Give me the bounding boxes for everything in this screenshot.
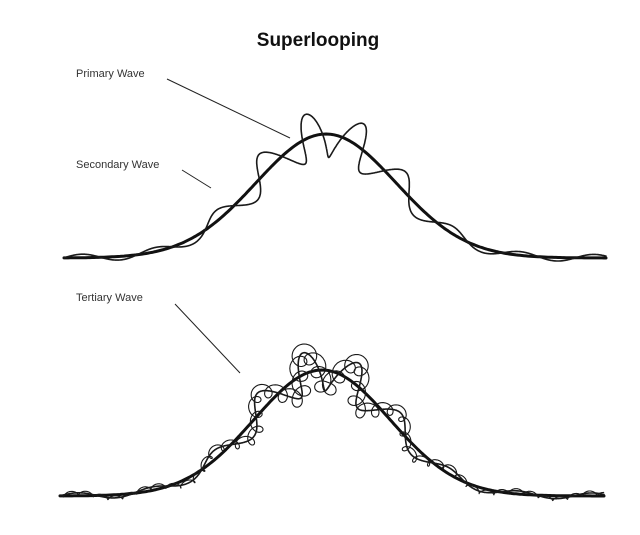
- secondary-wave-leader: [181, 169, 212, 189]
- primary-wave-leader: [166, 78, 291, 139]
- bottom-primary-wave: [58, 368, 606, 498]
- top-secondary-wave: [63, 113, 607, 262]
- bottom-tertiary-wave: [61, 343, 605, 502]
- top-diagram: [62, 113, 608, 262]
- top-primary-wave: [62, 132, 608, 260]
- tertiary-wave-label: Tertiary Wave: [76, 292, 143, 304]
- diagram-title: Superlooping: [257, 30, 379, 51]
- primary-wave-label: Primary Wave: [76, 68, 145, 80]
- tertiary-wave-leader: [174, 303, 241, 374]
- bottom-diagram: [58, 343, 606, 502]
- secondary-wave-label: Secondary Wave: [76, 159, 159, 171]
